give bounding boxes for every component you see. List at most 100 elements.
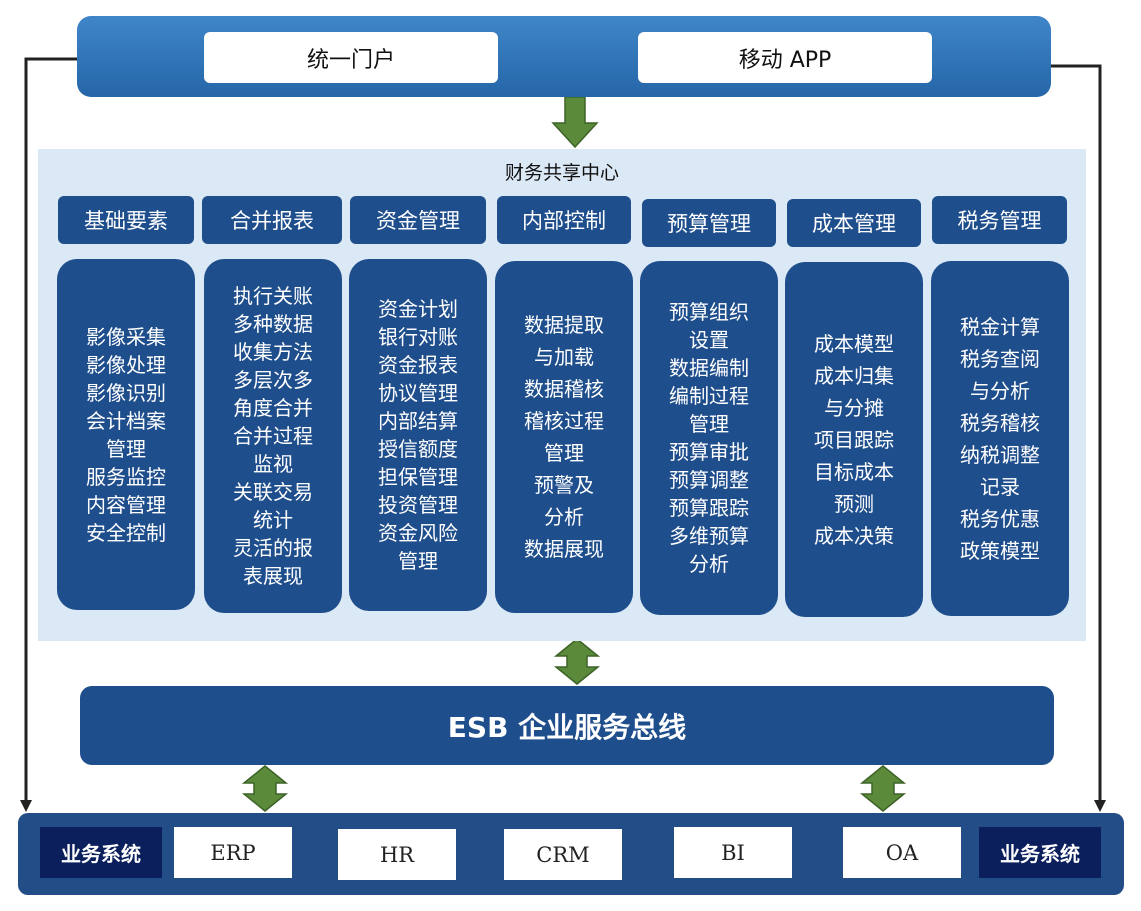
module-item: 纳税调整 xyxy=(960,442,1040,467)
unified-portal-box[interactable]: 统一门户 xyxy=(204,32,498,83)
module-item: 预算审批 xyxy=(669,440,749,464)
module-body-funds: 资金计划 银行对账 资金报表 协议管理 内部结算 授信额度 担保管理 投资管理 … xyxy=(349,259,487,611)
module-item: 担保管理 xyxy=(378,465,458,489)
system-oa[interactable]: OA xyxy=(843,827,961,878)
module-item: 与分析 xyxy=(970,378,1030,403)
business-systems-label-left: 业务系统 xyxy=(40,827,162,878)
module-item: 内容管理 xyxy=(86,492,166,517)
module-item: 税务优惠 xyxy=(960,506,1040,531)
business-systems-label-right: 业务系统 xyxy=(979,827,1101,878)
module-header-cost[interactable]: 成本管理 xyxy=(787,199,921,247)
system-label: CRM xyxy=(536,842,590,867)
module-item: 灵活的报 xyxy=(233,536,313,560)
module-item: 多维预算 xyxy=(669,524,749,548)
system-bi[interactable]: BI xyxy=(674,827,792,878)
module-item: 会计档案 xyxy=(86,408,166,433)
module-header-label: 税务管理 xyxy=(957,209,1042,233)
module-item: 编制过程 xyxy=(669,384,749,408)
module-item: 政策模型 xyxy=(960,538,1040,563)
module-header-consolidation[interactable]: 合并报表 xyxy=(202,196,342,244)
module-item: 记录 xyxy=(980,474,1020,499)
module-body-consolidation: 执行关账 多种数据 收集方法 多层次多 角度合并 合并过程 监视 关联交易 统计… xyxy=(204,259,342,613)
module-item: 预算跟踪 xyxy=(669,496,749,520)
module-body-basic: 影像采集 影像处理 影像识别 会计档案 管理 服务监控 内容管理 安全控制 xyxy=(57,259,195,610)
module-item: 税务稽核 xyxy=(960,410,1040,435)
module-body-tax: 税金计算 税务查阅 与分析 税务稽核 纳税调整 记录 税务优惠 政策模型 xyxy=(931,261,1069,616)
module-item: 与分摊 xyxy=(824,395,884,420)
module-header-funds[interactable]: 资金管理 xyxy=(350,196,486,244)
esb-label: ESB 企业服务总线 xyxy=(447,710,687,744)
module-header-label: 合并报表 xyxy=(230,209,314,233)
module-item: 预算组织 xyxy=(669,300,749,324)
mobile-app-box[interactable]: 移动 APP xyxy=(638,32,932,83)
business-systems-label-text: 业务系统 xyxy=(1000,842,1080,866)
module-header-basic[interactable]: 基础要素 xyxy=(58,196,194,244)
system-erp[interactable]: ERP xyxy=(174,827,292,878)
module-item: 资金计划 xyxy=(378,297,458,321)
module-item: 成本决策 xyxy=(814,523,894,548)
module-item: 影像识别 xyxy=(86,380,166,405)
module-item: 投资管理 xyxy=(378,493,458,517)
system-label: HR xyxy=(379,842,415,867)
module-item: 资金报表 xyxy=(378,353,458,377)
module-item: 影像处理 xyxy=(86,352,166,377)
module-item: 资金风险 xyxy=(378,521,458,545)
left-connector-line xyxy=(24,57,77,802)
business-systems-label-text: 业务系统 xyxy=(61,842,141,866)
module-item: 管理 xyxy=(689,412,729,436)
module-item: 协议管理 xyxy=(378,381,458,405)
module-body-internal-control: 数据提取 与加载 数据稽核 稽核过程 管理 预警及 分析 数据展现 xyxy=(495,261,633,613)
module-header-internal-control[interactable]: 内部控制 xyxy=(497,196,631,244)
module-header-label: 资金管理 xyxy=(376,209,460,233)
module-item: 管理 xyxy=(106,436,146,461)
module-item: 多层次多 xyxy=(233,368,313,392)
module-item: 分析 xyxy=(544,505,584,529)
module-item: 与加载 xyxy=(534,345,594,369)
module-header-label: 基础要素 xyxy=(84,209,168,233)
module-header-tax[interactable]: 税务管理 xyxy=(932,196,1067,244)
module-item: 分析 xyxy=(689,552,729,576)
finance-center-title: 财务共享中心 xyxy=(504,162,619,184)
system-label: OA xyxy=(885,840,919,865)
module-header-budget[interactable]: 预算管理 xyxy=(642,199,776,247)
module-item: 预测 xyxy=(834,491,874,516)
module-item: 多种数据 xyxy=(233,312,313,336)
module-item: 管理 xyxy=(544,441,584,465)
module-item: 稽核过程 xyxy=(524,409,604,433)
module-item: 税务查阅 xyxy=(960,346,1040,371)
module-item: 影像采集 xyxy=(86,324,166,349)
module-item: 执行关账 xyxy=(233,284,313,308)
module-header-label: 成本管理 xyxy=(812,212,896,236)
double-arrow-esb-bottom-left xyxy=(241,765,289,812)
unified-portal-label: 统一门户 xyxy=(306,47,395,73)
module-item: 银行对账 xyxy=(378,325,458,349)
module-item: 目标成本 xyxy=(814,459,894,484)
module-item: 税金计算 xyxy=(960,314,1040,339)
module-item: 收集方法 xyxy=(233,340,313,364)
system-crm[interactable]: CRM xyxy=(504,829,622,880)
module-body-cost: 成本模型 成本归集 与分摊 项目跟踪 目标成本 预测 成本决策 xyxy=(785,262,923,617)
double-arrow-esb-bottom-right xyxy=(859,765,907,812)
esb-service-bus[interactable]: ESB 企业服务总线 xyxy=(80,686,1054,765)
right-connector-arrowhead xyxy=(1094,800,1106,812)
module-item: 关联交易 xyxy=(233,480,313,504)
mobile-app-label: 移动 APP xyxy=(738,47,832,73)
module-header-label: 内部控制 xyxy=(522,209,606,233)
system-hr[interactable]: HR xyxy=(338,829,456,880)
module-item: 合并过程 xyxy=(233,424,313,448)
module-item: 服务监控 xyxy=(86,464,166,489)
module-item: 数据提取 xyxy=(524,313,604,337)
module-item: 表展现 xyxy=(243,564,303,588)
module-item: 统计 xyxy=(253,508,293,532)
module-item: 预算调整 xyxy=(669,468,749,492)
module-item: 成本模型 xyxy=(814,331,894,356)
module-item: 角度合并 xyxy=(233,396,313,420)
module-header-label: 预算管理 xyxy=(667,212,751,236)
module-item: 管理 xyxy=(398,549,438,573)
module-item: 设置 xyxy=(689,328,729,352)
module-item: 数据稽核 xyxy=(524,377,604,401)
left-connector-arrowhead xyxy=(20,800,32,812)
double-arrow-center-esb xyxy=(553,638,601,685)
module-item: 数据编制 xyxy=(669,356,749,380)
